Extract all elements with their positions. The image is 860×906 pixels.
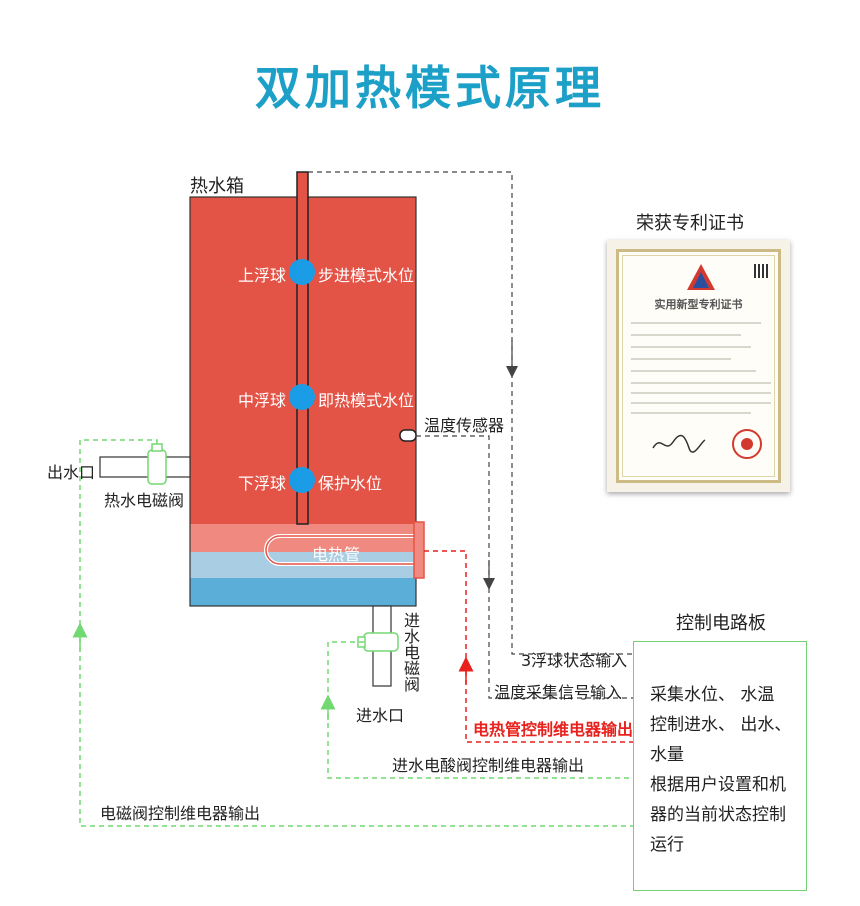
control-board-line: 采集水位、 水温 [650,685,775,705]
control-board-title: 控制电路板 [676,613,766,634]
tank-label: 热水箱 [190,176,244,197]
temperature-sensor-icon [399,429,417,442]
middle-level-label: 即热模式水位 [318,391,415,410]
middle-float-ball [289,384,315,410]
inlet-valve-icon [363,632,399,652]
official-seal-icon [732,429,762,459]
lower-float-ball [289,467,315,493]
sensor-label: 温度传感器 [424,416,505,435]
control-board-line: 器的当前状态控制 [650,805,786,825]
temp-signal-line [416,435,633,699]
inlet-valve-label: 进水电磁阀 [401,612,420,692]
control-board-line: 水量 [650,745,684,765]
signature-icon [652,434,706,453]
valve-relay-line [79,439,633,827]
float-input-label: 3浮球状态输入 [521,651,628,670]
patent-emblem-icon [687,264,715,290]
inlet-relay-label: 进水电酸阀控制维电器输出 [392,756,585,775]
outlet-pipe [99,456,191,478]
float-rod [296,171,309,525]
certificate-heading: 实用新型专利证书 [654,298,743,311]
control-board-line: 运行 [650,835,684,855]
middle-float-label: 中浮球 [238,391,287,410]
certificate-caption: 荣获专利证书 [636,213,744,234]
control-board-line: 根据用户设置和机 [650,775,786,795]
outlet-valve-icon [147,449,167,485]
outlet-port-label: 出水口 [47,463,96,482]
lower-level-label: 保护水位 [318,474,383,493]
heater-relay-line [424,550,633,743]
qr-code-icon [754,264,768,278]
temp-input-label: 温度采集信号输入 [494,683,623,702]
control-board-box [633,641,807,891]
control-board-line: 控制进水、 出水、 [650,715,792,735]
float-signal-line [308,171,633,655]
outlet-valve-label: 热水电磁阀 [104,491,185,510]
page-title: 双加热模式原理 [255,61,605,115]
upper-float-label: 上浮球 [238,266,287,285]
inlet-port-label: 进水口 [356,706,405,725]
upper-float-ball [289,259,315,285]
patent-certificate: 实用新型专利证书 [607,240,790,492]
water-zone [190,578,416,606]
heater-label: 电热管 [312,545,361,564]
upper-level-label: 步进模式水位 [318,266,415,285]
lower-float-label: 下浮球 [238,474,287,493]
valve-relay-label: 电磁阀控制维电器输出 [100,804,261,823]
heater-terminal [413,521,425,579]
heater-relay-label: 电热管控制维电器输出 [473,720,634,739]
control-board-description: 采集水位、 水温 控制进水、 出水、 水量 根据用户设置和机 器的当前状态控制 … [650,680,800,860]
